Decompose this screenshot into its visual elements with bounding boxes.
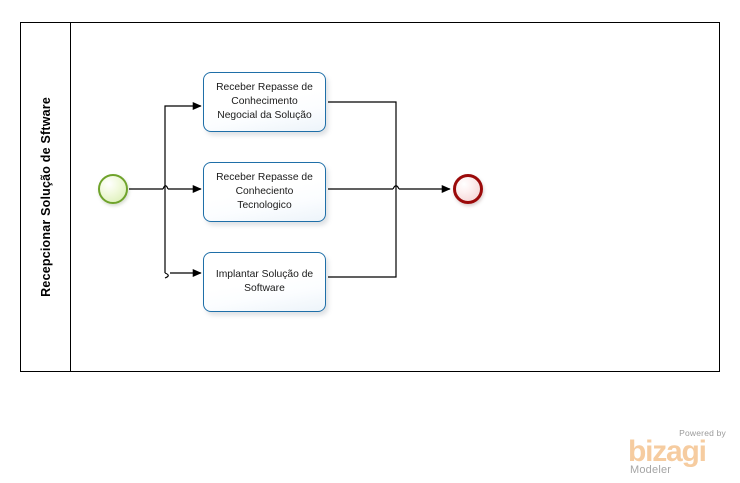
task-label: Receber Repasse de Conhecimento Negocial… bbox=[216, 82, 313, 121]
lane-body bbox=[71, 23, 719, 371]
logo-product-text: Modeler bbox=[630, 464, 672, 476]
task-implantar-solucao-de-software[interactable]: Implantar Solução de Software bbox=[203, 252, 326, 312]
bpmn-pool[interactable]: Recepcionar Solução de Sftware bbox=[20, 22, 720, 372]
task-receber-repasse-conhecimento-tecnologico[interactable]: Receber Repasse de Conheciento Tecnologi… bbox=[203, 162, 326, 222]
logo-brand-text: bizagi bbox=[628, 435, 707, 468]
start-event[interactable] bbox=[98, 174, 128, 204]
end-event[interactable] bbox=[453, 174, 483, 204]
task-label: Implantar Solução de Software bbox=[215, 269, 314, 294]
logo-powered-by-text: Powered by bbox=[679, 428, 726, 438]
bizagi-logo: Powered by bizagi Modeler bbox=[628, 428, 728, 478]
task-label: Receber Repasse de Conheciento Tecnologi… bbox=[216, 172, 313, 211]
task-receber-repasse-conhecimento-negocial[interactable]: Receber Repasse de Conhecimento Negocial… bbox=[203, 72, 326, 132]
lane-header[interactable]: Recepcionar Solução de Sftware bbox=[21, 23, 71, 371]
lane-label: Recepcionar Solução de Sftware bbox=[38, 97, 53, 297]
